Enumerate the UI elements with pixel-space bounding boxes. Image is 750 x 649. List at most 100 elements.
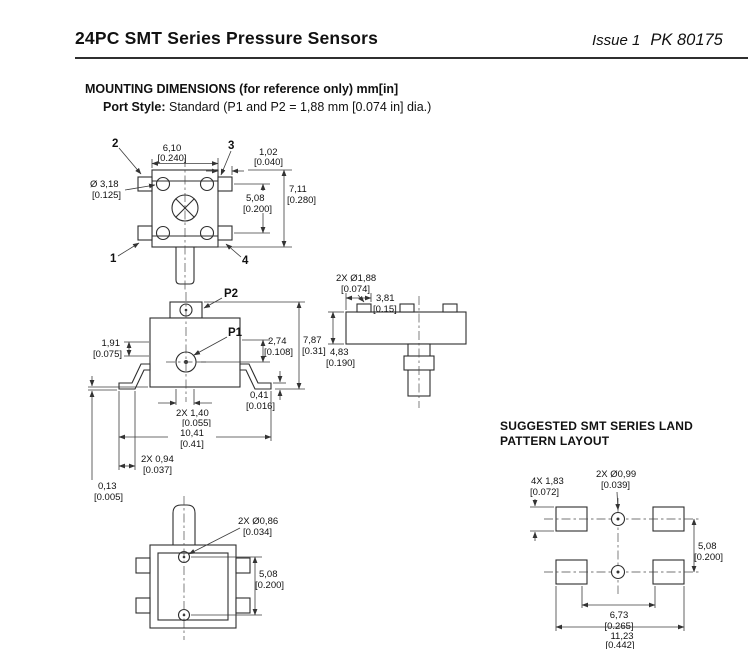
top-view-hole-3 (199, 176, 215, 192)
land-pattern-heading-line1: SUGGESTED SMT SERIES LAND (500, 419, 694, 433)
top-view-tab-1 (137, 225, 153, 241)
dim-front-standoff-mm: 0,13 (98, 481, 117, 492)
land-pattern-drawing: 4X 1,83 [0.072] 2X Ø0,99 [0.039] 5,08 [0… (530, 469, 723, 649)
side-view-lead-end-1 (356, 303, 372, 313)
top-view-tab-3 (217, 176, 233, 192)
front-view-foot-dimension: 2X 0,94 [0.037] (118, 391, 174, 476)
dim-front-lead-width-mm: 2X 1,40 (176, 408, 209, 419)
front-view-housing (149, 317, 241, 388)
front-view-port-dimension: 2,74 [0.108] (198, 336, 293, 363)
front-view-lead-width-dimension: 2X 1,40 [0.055] (158, 389, 212, 429)
bottom-view-vents-dimension: 2X Ø0,86 [0.034] (188, 516, 278, 555)
side-view-body (345, 296, 467, 408)
front-view-height-dimension: 7,87 [0.31] (204, 301, 326, 390)
dim-bottom-vents-mm: 2X Ø0,86 (238, 516, 278, 527)
bottom-view-lead-tl (135, 557, 151, 574)
dim-top-hole-mm: Ø 3,18 (90, 179, 119, 190)
dim-land-holes-mm: 2X Ø0,99 (596, 469, 636, 480)
front-view-right-lead (239, 363, 272, 390)
bottom-view-drawing: 2X Ø0,86 [0.034] 5,08 [0.200] (135, 496, 284, 640)
pin-label-2: 2 (112, 138, 118, 150)
top-view-body (137, 158, 233, 292)
dim-top-overall-in: [0.280] (287, 195, 316, 206)
bottom-view-lead-br (235, 597, 251, 614)
dim-land-pad-in: [0.072] (530, 487, 559, 498)
land-pattern-heading-line2: PATTERN LAYOUT (500, 434, 610, 448)
pin-label-1: 1 (110, 253, 117, 265)
dim-land-outer-span-mm: 11,23 (610, 631, 633, 642)
page-title: 24PC SMT Series Pressure Sensors (75, 28, 379, 48)
side-view-lead-end-2 (399, 303, 415, 313)
dim-side-offset-mm: 3,81 (376, 293, 395, 304)
front-view-lead-span-dimension: 10,41 [0.41] (118, 391, 272, 470)
front-view-standoff-dimension: 0,13 [0.005] (88, 376, 148, 503)
dim-side-ports-mm: 2X Ø1,88 (336, 273, 376, 284)
port-style-label: Port Style: (103, 100, 166, 114)
top-view-overall-dimension: 7,11 [0.280] (197, 169, 316, 248)
dim-top-pitch-in: [0.200] (243, 204, 272, 215)
front-view-port-labels: P2 P1 (193, 288, 243, 356)
dim-front-height-mm: 7,87 (303, 335, 322, 346)
dim-top-overall-mm: 7,11 (289, 184, 307, 195)
top-view-hole-1 (155, 225, 171, 241)
dim-side-offset-in: [0.15] (373, 304, 397, 315)
front-view-lead-thickness-dimension: 0,41 [0.016] (246, 371, 286, 412)
dim-bottom-vents-in: [0.034] (243, 527, 272, 538)
p2-label: P2 (224, 288, 238, 300)
top-view-hole-dimension: Ø 3,18 [0.125] (90, 179, 156, 201)
dim-bottom-pitch-in: [0.200] (255, 580, 284, 591)
dim-front-lead-thickness-in: [0.016] (246, 401, 275, 412)
dim-bottom-pitch-mm: 5,08 (259, 569, 278, 580)
side-view-lead-end-3 (442, 303, 458, 313)
land-inner-span-dimension: 6,73 [0.265] (581, 586, 656, 632)
side-view-body-dimension: 4,83 [0.190] (326, 311, 355, 369)
dim-front-lead-thickness-mm: 0,41 (250, 390, 269, 401)
dim-land-row-pitch-mm: 5,08 (698, 541, 717, 552)
dim-front-foot-in: [0.037] (143, 465, 172, 476)
dim-front-step-in: [0.075] (93, 349, 122, 360)
dim-top-width-mm: 6,10 (163, 143, 182, 154)
front-view-drawing: P2 P1 1,91 [0.075] 2,74 [0.108] 7,87 [0.… (88, 288, 326, 503)
top-view-pin-labels: 2 3 1 4 (110, 138, 249, 267)
issue-number: Issue 1 (592, 32, 641, 49)
dim-land-pad-mm: 4X 1,83 (531, 476, 564, 487)
dim-top-hole-in: [0.125] (92, 190, 121, 201)
dim-front-foot-mm: 2X 0,94 (141, 454, 174, 465)
mounting-dimensions-heading: MOUNTING DIMENSIONS (for reference only)… (85, 82, 399, 96)
dim-front-port-in: [0.108] (264, 347, 293, 358)
side-view-drawing: 2X Ø1,88 [0.074] 3,81 [0.15] 4,83 [0.190… (326, 273, 467, 408)
dim-land-holes-in: [0.039] (601, 480, 630, 491)
dim-side-body-in: [0.190] (326, 358, 355, 369)
top-view-tab-4 (217, 225, 233, 241)
pin-label-3: 3 (228, 140, 234, 152)
dim-land-row-pitch-in: [0.200] (694, 552, 723, 563)
top-view-pitch-dimension: 5,08 [0.200] (234, 183, 279, 234)
top-view-drawing: 6,10 [0.240] 1,02 [0.040] 7,11 [0.280] 5… (90, 138, 316, 292)
bottom-view-housing (149, 544, 237, 629)
dim-front-standoff-in: [0.005] (94, 492, 123, 503)
land-pattern-heading: SUGGESTED SMT SERIES LAND PATTERN LAYOUT (500, 419, 693, 449)
bottom-view-lead-tr (235, 557, 251, 574)
dim-front-lead-span-mm: 10,41 (180, 428, 204, 439)
dim-side-ports-in: [0.074] (341, 284, 370, 295)
bottom-view-pitch-dimension: 5,08 [0.200] (191, 556, 284, 616)
land-row-pitch-dimension: 5,08 [0.200] (691, 518, 723, 573)
dim-front-height-in: [0.31] (302, 346, 326, 357)
dim-front-lead-width-in: [0.055] (182, 418, 211, 429)
dim-side-body-mm: 4,83 (330, 347, 349, 358)
land-pad-dimension: 4X 1,83 [0.072] (530, 476, 564, 541)
front-view-step-dimension: 1,91 [0.075] (93, 338, 149, 360)
top-view-hole-4 (199, 225, 215, 241)
port-style-line: Port Style: Standard (P1 and P2 = 1,88 m… (103, 100, 431, 114)
dim-top-tab-in: [0.040] (254, 157, 283, 168)
side-view-offset-dimension: 3,81 [0.15] (345, 293, 397, 315)
top-view-hole-2 (155, 176, 171, 192)
dim-front-lead-span-in: [0.41] (180, 439, 204, 450)
dim-top-tab-mm: 1,02 (259, 147, 278, 158)
front-view-left-lead (118, 363, 151, 390)
dim-front-step-mm: 1,91 (102, 338, 121, 349)
bottom-view-lead-bl (135, 597, 151, 614)
dim-land-outer-span-in: [0.442] (605, 640, 634, 649)
